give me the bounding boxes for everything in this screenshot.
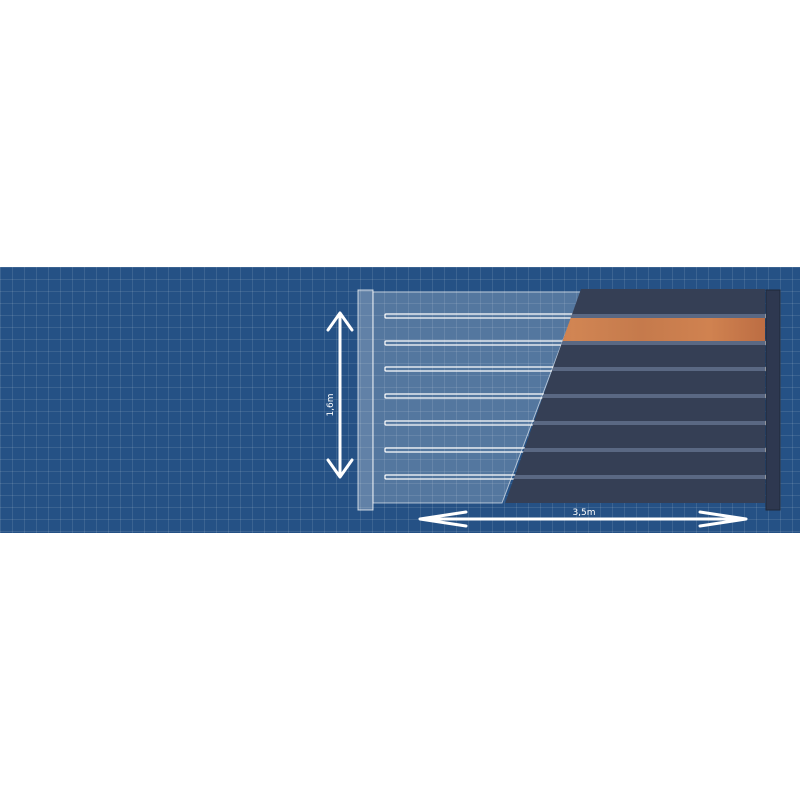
height-label: 1,6m	[326, 393, 336, 416]
dark-slat-gap-3	[502, 367, 765, 371]
gate-right-post	[765, 289, 781, 511]
dark-slat-gap-7	[502, 475, 765, 479]
dark-slat-gap-5	[502, 421, 765, 425]
width-label: 3,5m	[572, 508, 595, 518]
dark-slat-gap-2	[502, 341, 765, 345]
blueprint-background: 1,6m 3,5m	[0, 267, 800, 533]
width-dimension-arrow	[418, 510, 748, 528]
dark-slat-gap-4	[502, 394, 765, 398]
dark-slat-gap-6	[502, 448, 765, 452]
height-dimension-arrow	[326, 311, 354, 479]
gate-drawing: 1,6m 3,5m	[326, 289, 781, 528]
dark-slat-gap-1	[502, 314, 765, 318]
gate-ghost-post	[357, 289, 374, 511]
